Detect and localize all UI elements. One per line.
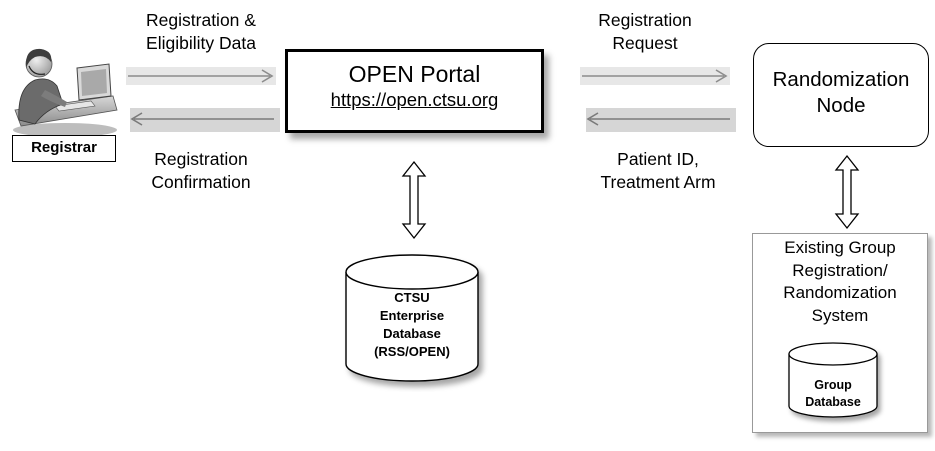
double-arrow-portal-database bbox=[401, 160, 427, 240]
arrow-left-patient-id bbox=[586, 108, 736, 132]
double-arrow-node-system bbox=[834, 154, 860, 230]
arrow-right-registration-data bbox=[126, 67, 276, 85]
registration-confirmation-label-line1: Registration bbox=[154, 149, 248, 169]
registration-confirmation-label-line2: Confirmation bbox=[151, 172, 251, 192]
ctsu-database-line4: (RSS/OPEN) bbox=[374, 344, 450, 359]
open-portal-title: OPEN Portal bbox=[348, 61, 481, 87]
registration-eligibility-label-line1: Registration & bbox=[146, 10, 256, 30]
group-database-cylinder bbox=[788, 342, 878, 418]
arrow-left-registration-confirmation bbox=[130, 108, 280, 132]
group-system-line3: Randomization bbox=[783, 283, 897, 302]
arrow-right-registration-request bbox=[580, 67, 730, 85]
registration-eligibility-label-line2: Eligibility Data bbox=[146, 33, 256, 53]
open-portal-url[interactable]: https://open.ctsu.org bbox=[330, 89, 499, 110]
existing-group-system-title: Existing Group Registration/ Randomizati… bbox=[753, 237, 927, 327]
group-database-line2: Database bbox=[805, 395, 861, 409]
group-database-line1: Group bbox=[814, 378, 852, 392]
patient-id-treatment-arm-label: Patient ID, Treatment Arm bbox=[583, 148, 733, 194]
registrar-figure bbox=[13, 48, 118, 137]
randomization-node-line1: Randomization bbox=[772, 68, 910, 91]
ctsu-database-cylinder bbox=[345, 254, 479, 382]
group-database-label: Group Database bbox=[789, 377, 877, 411]
treatment-arm-label-line2: Treatment Arm bbox=[600, 172, 716, 192]
group-system-line1: Existing Group bbox=[784, 238, 896, 257]
group-system-line2: Registration/ bbox=[792, 260, 888, 280]
ctsu-database-line2: Enterprise bbox=[379, 308, 445, 323]
randomization-node-line2: Node bbox=[816, 94, 866, 117]
registration-request-label-line2: Request bbox=[612, 33, 678, 53]
ctsu-database-line3: Database bbox=[383, 326, 441, 341]
registration-request-label: Registration Request bbox=[580, 9, 710, 55]
open-portal-box: OPEN Portal https://open.ctsu.org bbox=[285, 49, 544, 133]
registration-request-label-line1: Registration bbox=[598, 10, 692, 30]
ctsu-database-label: CTSU Enterprise Database (RSS/OPEN) bbox=[346, 289, 478, 361]
patient-id-label-line1: Patient ID, bbox=[617, 149, 699, 169]
registration-eligibility-label: Registration & Eligibility Data bbox=[128, 9, 274, 55]
randomization-node-box: Randomization Node bbox=[753, 43, 929, 147]
registration-confirmation-label: Registration Confirmation bbox=[127, 148, 275, 194]
registrar-label: Registrar bbox=[12, 135, 116, 162]
ctsu-database-line1: CTSU bbox=[394, 290, 430, 305]
group-system-line4: System bbox=[811, 305, 869, 325]
